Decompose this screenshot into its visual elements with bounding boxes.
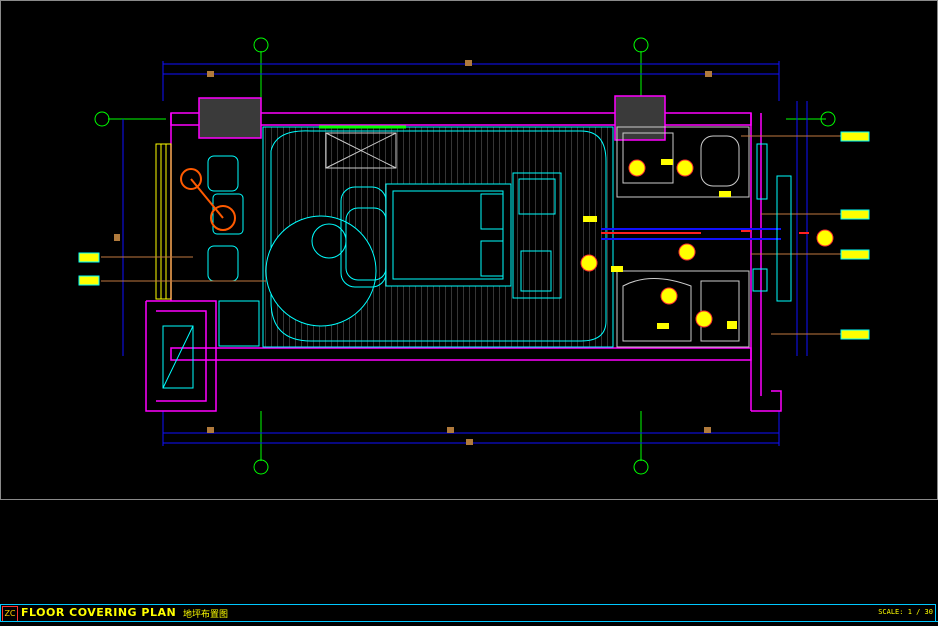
drawing-scale: SCALE: 1 / 30	[878, 608, 933, 616]
side-strip	[752, 143, 792, 302]
side-table	[325, 132, 397, 169]
divider	[0, 621, 938, 622]
bathroom	[616, 126, 750, 348]
leader-lines	[101, 135, 841, 335]
drawing-subtitle: 地坪布置图	[183, 609, 229, 619]
round-rug	[265, 215, 377, 327]
dimension-lines	[122, 61, 808, 446]
dimension-ticks	[114, 60, 712, 445]
floor-plan-drawing	[78, 37, 870, 475]
light-fixtures	[580, 159, 834, 328]
bed	[340, 183, 512, 288]
material-tags	[78, 131, 870, 340]
lounge-accent	[180, 168, 236, 231]
logo-badge: ZC	[2, 606, 18, 622]
fixture-accents	[601, 230, 809, 234]
drawing-viewport[interactable]	[0, 0, 938, 500]
title-block: ZC FLOOR COVERING PLAN 地坪布置图 SCALE: 1 / …	[0, 604, 936, 622]
drawing-title: FLOOR COVERING PLAN	[21, 606, 177, 619]
rug-outline	[270, 130, 607, 342]
curtain	[155, 143, 172, 300]
small-fixtures	[583, 159, 737, 329]
balcony-window	[162, 325, 194, 389]
bath-band	[601, 228, 781, 240]
wardrobe	[512, 172, 562, 299]
